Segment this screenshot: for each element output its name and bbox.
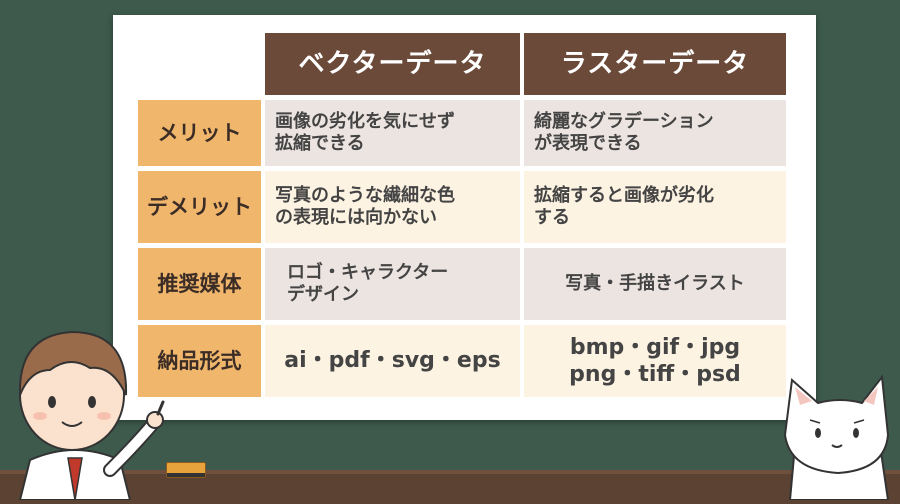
white-cat-illustration: [783, 374, 890, 500]
merit-raster-line-2: が表現できる: [534, 133, 642, 154]
format-raster-cell: bmp・gif・jpg png・tiff・psd: [524, 325, 786, 397]
boy-pointing-illustration: [18, 330, 165, 500]
demerit-raster-line-2: する: [534, 207, 570, 228]
demerit-raster-cell: 拡縮すると画像が劣化 する: [524, 171, 786, 243]
media-vector-line-2: デザイン: [287, 284, 359, 305]
media-raster-line-1: 写真・手描きイラスト: [565, 272, 745, 294]
column-header-raster: ラスターデータ: [524, 33, 786, 95]
media-raster-cell: 写真・手描きイラスト: [524, 248, 786, 320]
row-header-recommended-media: 推奨媒体: [138, 248, 261, 320]
corner-cell: [138, 33, 261, 95]
chalk-tray: [0, 470, 900, 504]
format-raster-line-1: bmp・gif・jpg: [569, 334, 741, 360]
row-header-demerit: デメリット: [138, 171, 261, 243]
row-header-merit: メリット: [138, 100, 261, 166]
merit-raster-line-1: 綺麗なグラデーション: [534, 110, 714, 132]
format-raster-line-2: png・tiff・psd: [569, 362, 741, 387]
format-vector-cell: ai・pdf・svg・eps: [265, 325, 520, 397]
comparison-table: ベクターデータ ラスターデータ メリット 画像の劣化を気にせず 拡縮できる 綺麗…: [138, 33, 786, 397]
demerit-raster-line-1: 拡縮すると画像が劣化: [534, 184, 714, 206]
demerit-vector-cell: 写真のような繊細な色 の表現には向かない: [265, 171, 520, 243]
column-header-vector: ベクターデータ: [265, 33, 520, 95]
merit-raster-cell: 綺麗なグラデーション が表現できる: [524, 100, 786, 166]
format-vector-line-1: ai・pdf・svg・eps: [284, 348, 501, 374]
demerit-vector-line-2: の表現には向かない: [275, 207, 437, 228]
row-header-delivery-format: 納品形式: [138, 325, 261, 397]
demerit-vector-line-1: 写真のような繊細な色: [275, 184, 455, 206]
media-vector-line-1: ロゴ・キャラクター: [287, 261, 449, 283]
merit-vector-line-1: 画像の劣化を気にせず: [275, 110, 455, 132]
media-vector-cell: ロゴ・キャラクター デザイン: [265, 248, 520, 320]
merit-vector-line-2: 拡縮できる: [275, 133, 365, 154]
merit-vector-cell: 画像の劣化を気にせず 拡縮できる: [265, 100, 520, 166]
comparison-board: ベクターデータ ラスターデータ メリット 画像の劣化を気にせず 拡縮できる 綺麗…: [113, 15, 816, 420]
eraser-icon: [166, 462, 206, 478]
